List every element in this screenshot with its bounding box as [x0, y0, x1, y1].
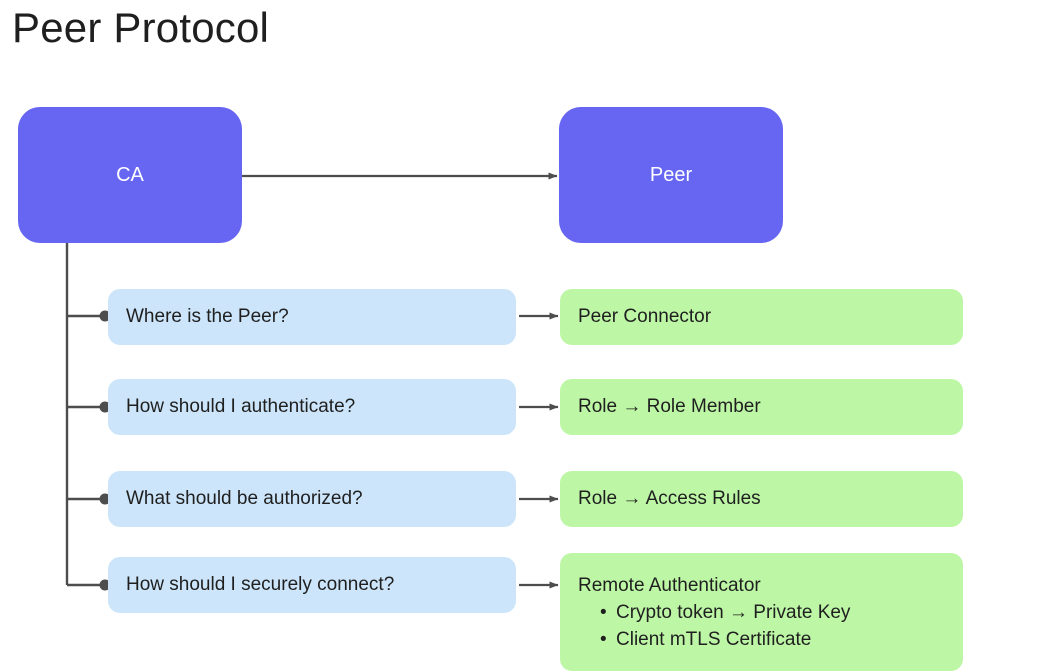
- node-answer-4[interactable]: Remote Authenticator Crypto token → Priv…: [560, 553, 963, 671]
- node-answer-2[interactable]: Role → Role Member: [560, 379, 963, 435]
- node-peer-label: Peer: [649, 163, 693, 186]
- page-title: Peer Protocol: [12, 4, 270, 51]
- answer-label-3: Role → Access Rules: [578, 488, 761, 509]
- answer-bullet-list-4: Crypto token → Private Key Client mTLS C…: [578, 599, 850, 653]
- question-label-2: How should I authenticate?: [126, 396, 356, 417]
- node-question-4[interactable]: How should I securely connect?: [108, 557, 516, 613]
- node-answer-3[interactable]: Role → Access Rules: [560, 471, 963, 527]
- answer-label-1: Peer Connector: [578, 306, 712, 327]
- answer-label-4: Remote Authenticator: [578, 575, 761, 596]
- edge-branch-2: [67, 401, 111, 413]
- edge-branch-1: [67, 310, 111, 322]
- edge-branch-3: [67, 493, 111, 505]
- edge-branch-4: [67, 579, 111, 591]
- node-question-2[interactable]: How should I authenticate?: [108, 379, 516, 435]
- node-question-3[interactable]: What should be authorized?: [108, 471, 516, 527]
- answer-bullet-4-2: Client mTLS Certificate: [600, 626, 850, 653]
- answer-label-2: Role → Role Member: [578, 396, 761, 417]
- question-label-1: Where is the Peer?: [126, 306, 289, 327]
- node-peer[interactable]: Peer: [559, 107, 783, 243]
- question-label-4: How should I securely connect?: [126, 574, 395, 595]
- node-answer-1[interactable]: Peer Connector: [560, 289, 963, 345]
- node-ca-label: CA: [116, 163, 144, 186]
- node-question-1[interactable]: Where is the Peer?: [108, 289, 516, 345]
- question-label-3: What should be authorized?: [126, 488, 363, 509]
- answer-bullet-4-1: Crypto token → Private Key: [600, 599, 850, 626]
- node-ca[interactable]: CA: [18, 107, 242, 243]
